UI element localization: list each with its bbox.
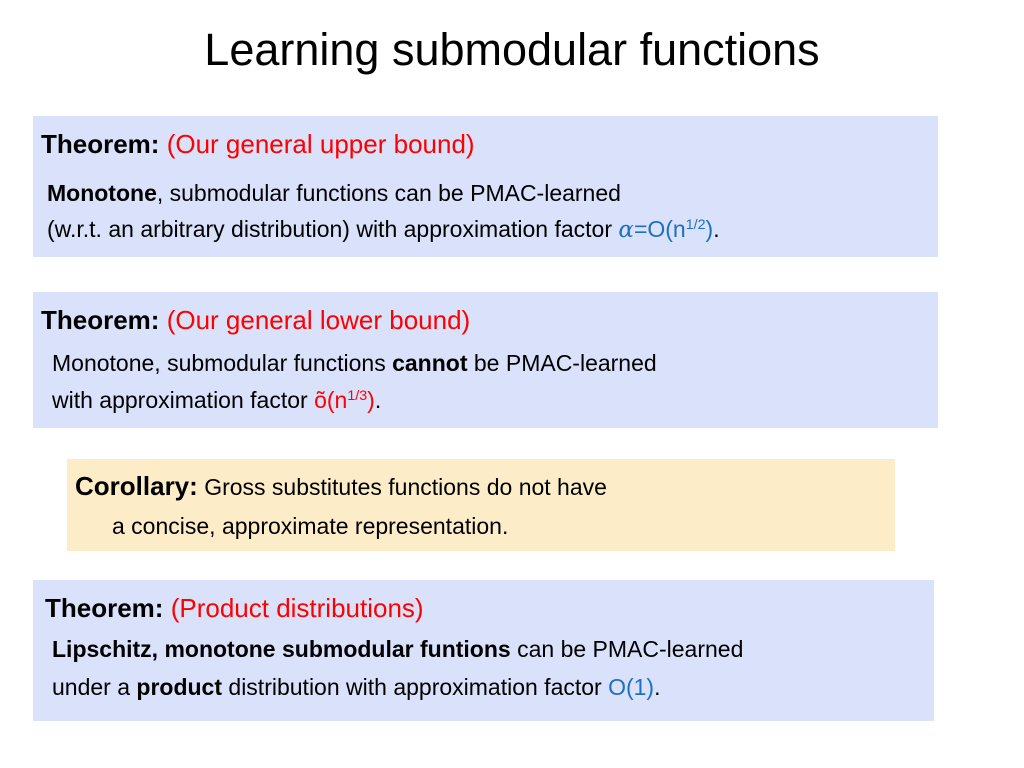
corollary-line-1: Corollary: Gross substitutes functions d… [75,469,607,504]
theorem-upper-line-1: Monotone, submodular functions can be PM… [47,176,621,210]
period: . [713,216,720,242]
approx-factor-exponent: 1/2 [685,217,706,234]
lipschitz-bold: Lipschitz, monotone submodular funtions [52,636,511,662]
theorem-upper-text-2: (w.r.t. an arbitrary distribution) with … [47,216,619,242]
theorem-upper-bound-box: Theorem: (Our general upper bound) Monot… [33,116,938,257]
theorem-subtitle: (Product distributions) [170,593,424,623]
theorem-upper-line-2: (w.r.t. an arbitrary distribution) with … [47,212,720,247]
theorem-lower-heading: Theorem: (Our general lower bound) [41,304,470,336]
theorem-product-text-2: under a [52,674,137,700]
theorem-upper-heading: Theorem: (Our general upper bound) [41,128,475,160]
theorem-lower-bound-box: Theorem: (Our general lower bound) Monot… [33,292,938,428]
theorem-lower-line-1: Monotone, submodular functions cannot be… [52,346,657,380]
period: . [654,674,661,700]
approx-factor: O(1) [608,674,655,700]
alpha-symbol: α [618,217,634,243]
approx-factor-base: =O(n [633,216,686,242]
theorem-lower-line-2: with approximation factor õ(n1/3). [52,383,381,417]
theorem-label: Theorem: [41,129,160,159]
theorem-product-heading: Theorem: (Product distributions) [45,592,424,624]
theorem-product-distributions-box: Theorem: (Product distributions) Lipschi… [33,580,934,721]
theorem-subtitle: (Our general upper bound) [166,129,475,159]
corollary-text-1: Gross substitutes functions do not have [197,474,607,500]
approx-factor-close: ) [705,216,714,242]
theorem-product-line-1: Lipschitz, monotone submodular funtions … [52,632,743,666]
cannot-bold: cannot [392,350,468,376]
slide-title: Learning submodular functions [204,24,820,75]
monotone-bold: Monotone [47,180,157,206]
approx-factor-base: õ(n [314,387,348,413]
theorem-lower-text-2: with approximation factor [52,387,315,413]
product-bold: product [136,674,223,700]
theorem-label: Theorem: [41,305,160,335]
corollary-label: Corollary: [75,471,198,501]
period: . [374,387,382,413]
theorem-lower-text: Monotone, submodular functions [52,350,393,376]
theorem-lower-text-post: be PMAC-learned [467,350,657,376]
corollary-line-2: a concise, approximate representation. [112,513,509,539]
theorem-product-text-3: distribution with approximation factor [222,674,609,700]
theorem-label: Theorem: [45,593,164,623]
theorem-product-text: can be PMAC-learned [510,636,744,662]
approx-factor-close: ) [367,387,375,413]
theorem-product-line-2: under a product distribution with approx… [52,670,660,704]
theorem-subtitle: (Our general lower bound) [166,305,471,335]
theorem-upper-text: , submodular functions can be PMAC-learn… [156,180,621,206]
corollary-box: Corollary: Gross substitutes functions d… [67,459,895,551]
approx-factor-exponent: 1/3 [347,388,368,405]
